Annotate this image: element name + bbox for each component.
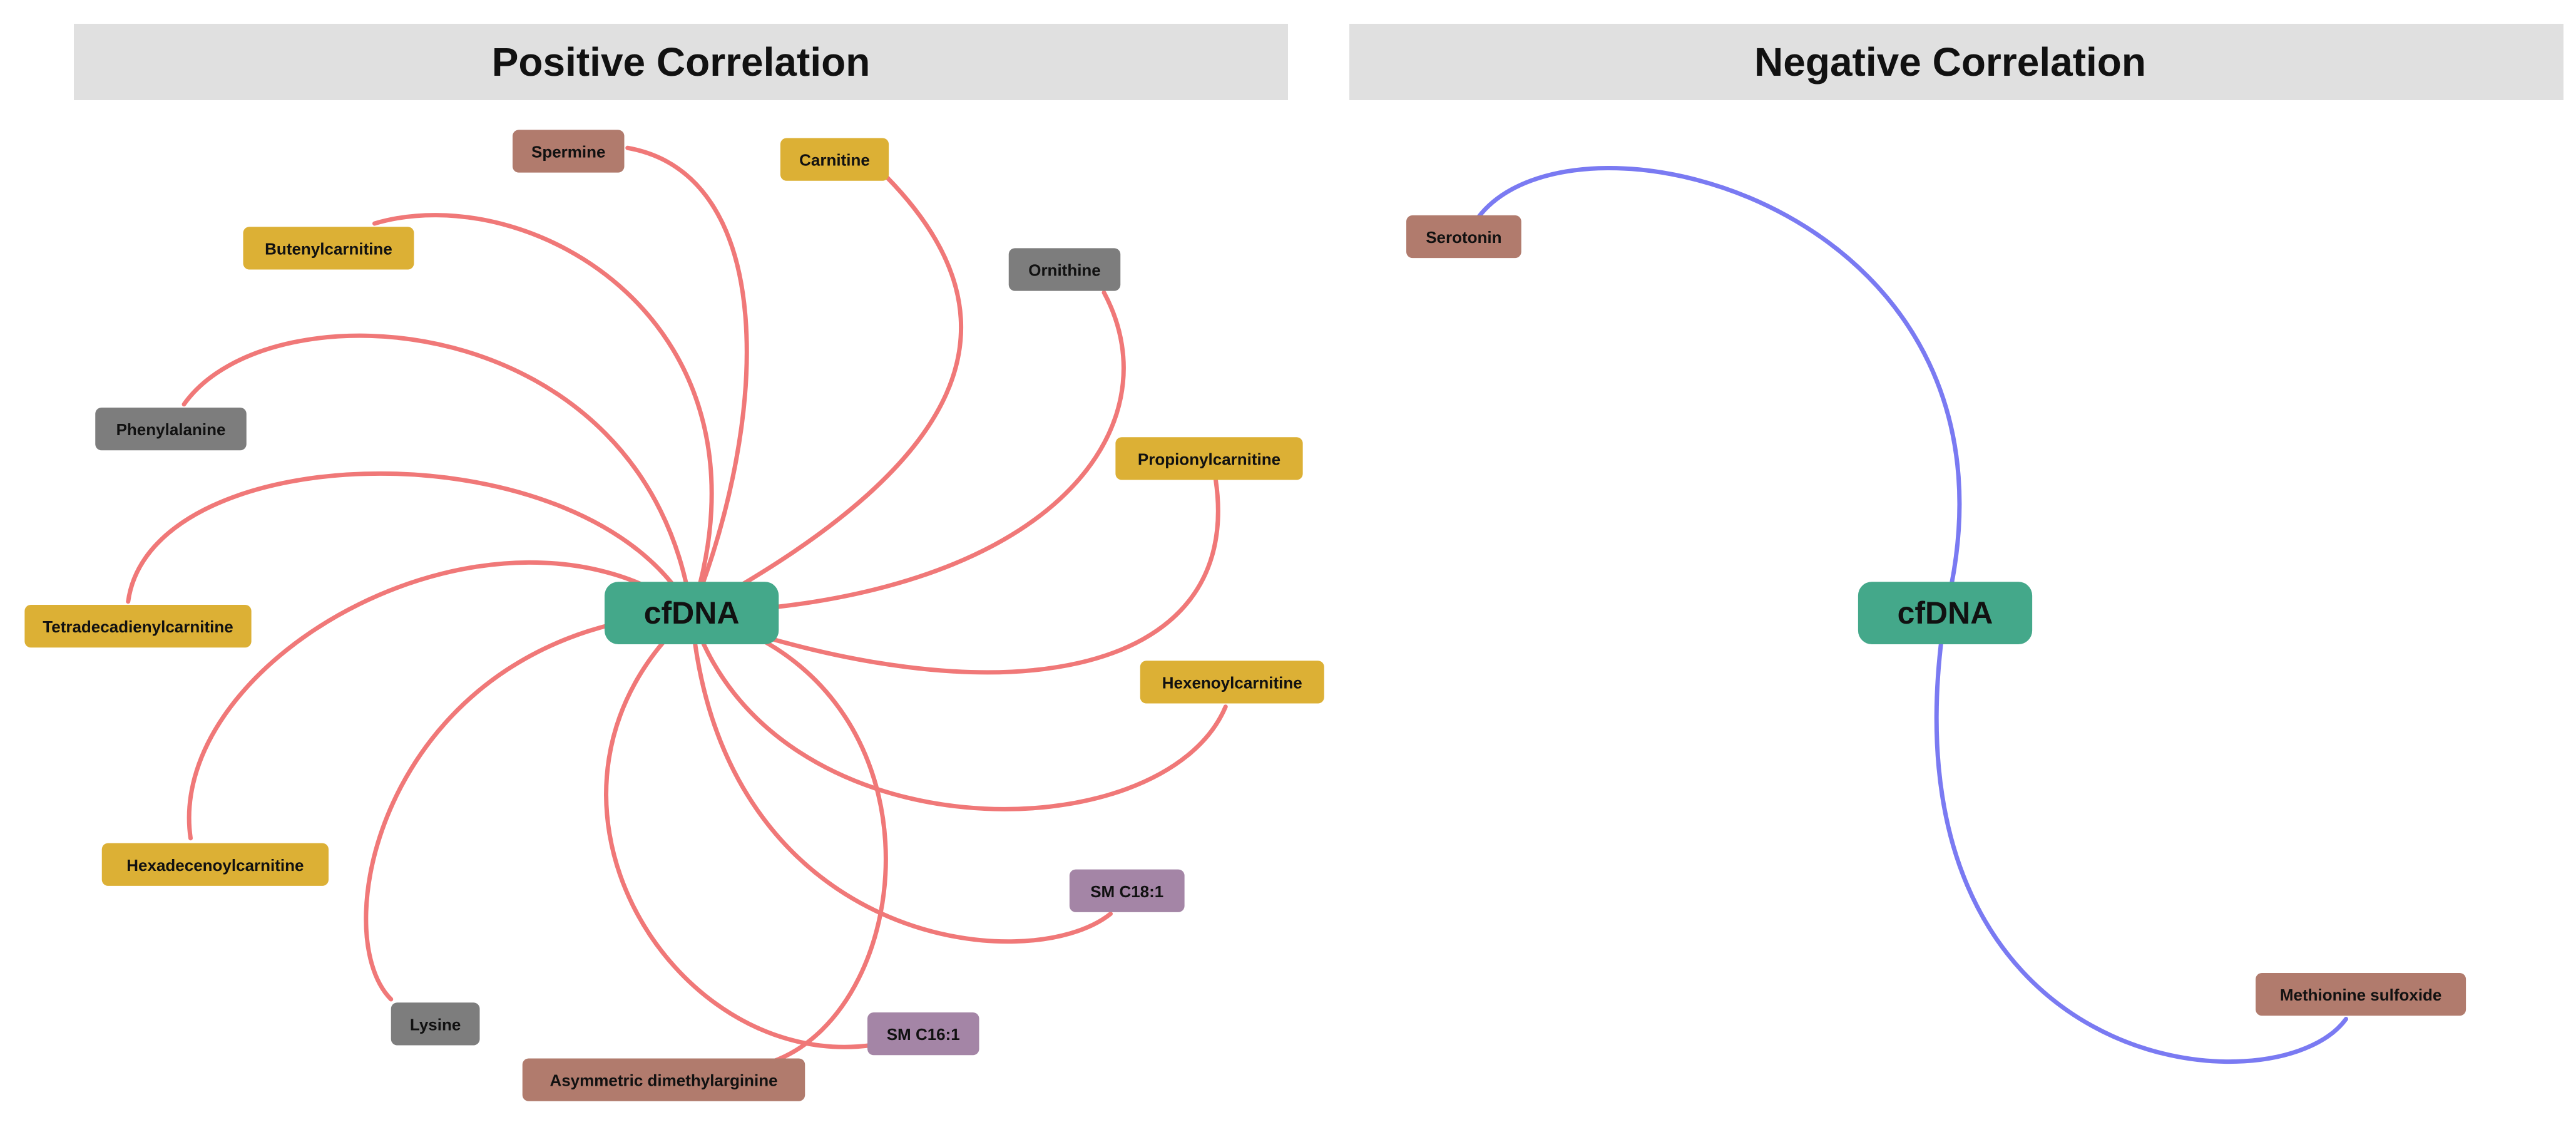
node-asymmetric-dimethylarginine[interactable]: Asymmetric dimethylarginine xyxy=(522,1058,805,1101)
node-box xyxy=(1008,248,1121,291)
edge-lysine xyxy=(364,610,694,1002)
node-methionine-sulfoxide[interactable]: Methionine sulfoxide xyxy=(2256,973,2466,1016)
node-spermine[interactable]: Spermine xyxy=(513,130,625,173)
edge-hexadecenoylcarnitine xyxy=(187,560,694,841)
hub-node-label: cfDNA xyxy=(644,595,740,630)
node-phenylalanine[interactable]: Phenylalanine xyxy=(95,408,247,451)
edge-methionine-sulfoxide xyxy=(1934,610,2348,1064)
node-box xyxy=(1115,437,1303,480)
negative-edges xyxy=(1476,166,2348,1064)
node-label: Butenylcarnitine xyxy=(265,239,392,258)
node-tetradecadienylcarnitine[interactable]: Tetradecadienylcarnitine xyxy=(24,605,252,648)
hub-node-label: cfDNA xyxy=(1898,595,1993,630)
node-label: SM C18:1 xyxy=(1090,882,1163,901)
positive-panel-header: Positive Correlation xyxy=(74,24,1288,100)
node-propionylcarnitine[interactable]: Propionylcarnitine xyxy=(1115,437,1303,480)
node-serotonin[interactable]: Serotonin xyxy=(1406,215,1521,259)
node-box xyxy=(391,1002,480,1046)
hub-node-box xyxy=(1858,582,2033,644)
positive-panel-title: Positive Correlation xyxy=(492,39,871,85)
node-ornithine[interactable]: Ornithine xyxy=(1008,248,1121,291)
node-label: Asymmetric dimethylarginine xyxy=(549,1071,777,1090)
edge-hexenoylcarnitine xyxy=(689,610,1228,811)
positive-edges xyxy=(126,145,1228,1064)
edge-ornithine xyxy=(689,290,1126,615)
node-box xyxy=(1069,869,1185,912)
node-label: Lysine xyxy=(410,1015,461,1034)
node-label: Carnitine xyxy=(799,151,870,170)
node-box xyxy=(513,130,625,173)
node-label: Methionine sulfoxide xyxy=(2280,985,2442,1004)
hub-node-box xyxy=(605,582,779,644)
hub-node-cfdna[interactable]: cfDNA xyxy=(1858,582,2033,644)
node-butenylcarnitine[interactable]: Butenylcarnitine xyxy=(243,227,414,270)
node-label: Tetradecadienylcarnitine xyxy=(43,617,233,636)
node-box xyxy=(1406,215,1521,259)
node-box xyxy=(101,843,329,886)
edge-phenylalanine xyxy=(181,333,694,615)
negative-header-background xyxy=(1349,24,2563,100)
edge-serotonin xyxy=(1476,166,1962,615)
positive-nodes: cfDNA Spermine CarnitineButenylcarnitineOr… xyxy=(24,130,1324,1101)
node-sm-c16-1[interactable]: SM C16:1 xyxy=(867,1012,979,1056)
node-box xyxy=(867,1012,979,1056)
edge-butenylcarnitine xyxy=(372,213,714,615)
edge-carnitine xyxy=(689,175,963,615)
positive-header-background xyxy=(74,24,1288,100)
node-label: Propionylcarnitine xyxy=(1138,450,1280,468)
negative-panel-header: Negative Correlation xyxy=(1349,24,2563,100)
node-sm-c18-1[interactable]: SM C18:1 xyxy=(1069,869,1185,912)
edge-propionylcarnitine xyxy=(689,478,1220,675)
hub-node-cfdna[interactable]: cfDNA xyxy=(605,582,779,644)
edge-sm-c16-1 xyxy=(604,610,873,1049)
edge-asymmetric-dimethylarginine xyxy=(689,610,888,1064)
node-label: Ornithine xyxy=(1028,261,1101,280)
node-box xyxy=(95,408,247,451)
edge-sm-c18-1 xyxy=(689,610,1113,944)
node-label: Spermine xyxy=(531,143,606,162)
node-label: Hexadecenoylcarnitine xyxy=(126,856,304,875)
node-box xyxy=(522,1058,805,1101)
node-label: Hexenoylcarnitine xyxy=(1162,673,1302,692)
node-hexadecenoylcarnitine[interactable]: Hexadecenoylcarnitine xyxy=(101,843,329,886)
node-box xyxy=(243,227,414,270)
node-label: SM C16:1 xyxy=(887,1025,960,1044)
edge-tetradecadienylcarnitine xyxy=(126,471,694,615)
node-carnitine[interactable]: Carnitine xyxy=(780,138,889,181)
node-box xyxy=(24,605,252,648)
negative-panel-title: Negative Correlation xyxy=(1754,39,2146,85)
node-hexenoylcarnitine[interactable]: Hexenoylcarnitine xyxy=(1140,661,1324,704)
node-lysine[interactable]: Lysine xyxy=(391,1002,480,1046)
node-label: Serotonin xyxy=(1426,228,1501,247)
node-label: Phenylalanine xyxy=(116,420,226,439)
node-box xyxy=(780,138,889,181)
edge-spermine xyxy=(625,145,749,615)
node-box xyxy=(2256,973,2466,1016)
node-box xyxy=(1140,661,1324,704)
